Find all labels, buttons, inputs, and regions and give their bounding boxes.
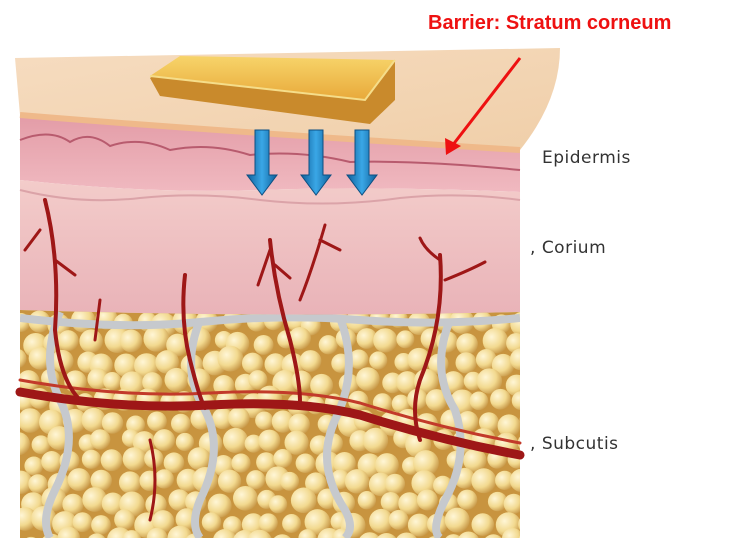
fat-cell: [79, 329, 102, 352]
fat-cell: [526, 452, 550, 476]
fat-cell: [356, 367, 380, 391]
corium-label-text: Corium: [542, 238, 606, 258]
fat-cell: [345, 469, 369, 493]
fat-cell: [363, 428, 388, 453]
fat-cell: [373, 328, 397, 352]
fat-cell: [300, 350, 322, 372]
fat-cell: [41, 451, 62, 472]
fat-cell: [24, 456, 43, 475]
fat-cell: [218, 346, 244, 372]
fat-cell: [258, 430, 280, 452]
fat-cell: [165, 368, 189, 392]
fat-cell: [490, 389, 511, 410]
layer-label-subcutis: , Subcutis: [530, 434, 619, 454]
fat-cell: [223, 428, 248, 453]
fat-cell: [176, 433, 194, 451]
fat-cell: [123, 447, 146, 470]
fat-cell: [119, 471, 141, 493]
fat-cell: [248, 370, 267, 389]
drug-diffusion-arrows: [247, 130, 377, 195]
fat-cells: [7, 308, 553, 538]
fat-cell: [18, 408, 43, 433]
fat-cell: [417, 489, 438, 510]
subcutis-label-text: Subcutis: [542, 434, 619, 454]
fat-cell: [273, 449, 292, 468]
fat-cell: [101, 449, 123, 471]
fat-cell: [228, 407, 250, 429]
fat-cell: [510, 469, 533, 492]
fat-cell: [147, 411, 167, 431]
barrier-annotation: Barrier: Stratum corneum: [428, 12, 671, 35]
fat-cell: [233, 486, 258, 511]
fat-cell: [7, 349, 26, 368]
fat-cell: [103, 372, 121, 390]
fat-cell: [231, 453, 250, 472]
fat-cell: [518, 530, 543, 538]
fat-cell: [91, 515, 111, 535]
fat-cell: [445, 508, 470, 533]
fat-cell: [529, 372, 548, 391]
fat-cell: [389, 510, 409, 530]
fat-cell: [518, 514, 538, 534]
fat-cell: [171, 414, 191, 434]
fat-cell: [471, 468, 496, 493]
fat-cell: [521, 326, 546, 351]
fat-cell: [153, 429, 175, 451]
fat-cell: [246, 470, 265, 489]
layer-label-corium: , Corium: [530, 238, 606, 258]
fat-cell: [90, 429, 110, 449]
fat-cell: [28, 474, 47, 493]
fat-cell: [510, 348, 532, 370]
fat-cell: [143, 326, 169, 352]
fat-cell: [470, 391, 489, 410]
fat-cell: [396, 330, 414, 348]
fat-cell: [259, 513, 278, 532]
fat-cell: [381, 492, 401, 512]
fat-cell: [291, 488, 317, 514]
fat-cell: [254, 335, 274, 355]
fat-cell: [188, 447, 211, 470]
fat-cell: [82, 408, 106, 432]
fat-cell: [102, 412, 123, 433]
fat-cell: [68, 468, 91, 491]
fat-cell: [457, 490, 477, 510]
fat-cell: [385, 474, 405, 494]
fat-cell: [114, 509, 135, 530]
fat-cell: [282, 514, 301, 533]
fat-cell: [520, 407, 546, 433]
fat-cell: [269, 495, 287, 513]
fat-cell: [202, 512, 221, 531]
fat-cell: [369, 351, 387, 369]
fat-cell: [456, 333, 478, 355]
fat-cell: [82, 450, 101, 469]
fat-cell: [120, 330, 143, 353]
fat-cell: [527, 489, 553, 515]
fat-cell: [291, 371, 312, 392]
layer-label-epidermis: Epidermis: [542, 148, 631, 168]
fat-cell: [7, 432, 30, 455]
fat-cell: [504, 494, 524, 514]
fat-cell: [155, 469, 174, 488]
fat-cell: [358, 491, 376, 509]
fat-cell: [255, 411, 273, 429]
fat-cell: [280, 472, 299, 491]
fat-cell: [455, 352, 476, 373]
fat-cell: [58, 330, 79, 351]
fat-cell: [296, 453, 316, 473]
fat-cell: [471, 513, 494, 536]
fat-cell: [319, 335, 338, 354]
fat-cell: [512, 391, 531, 410]
